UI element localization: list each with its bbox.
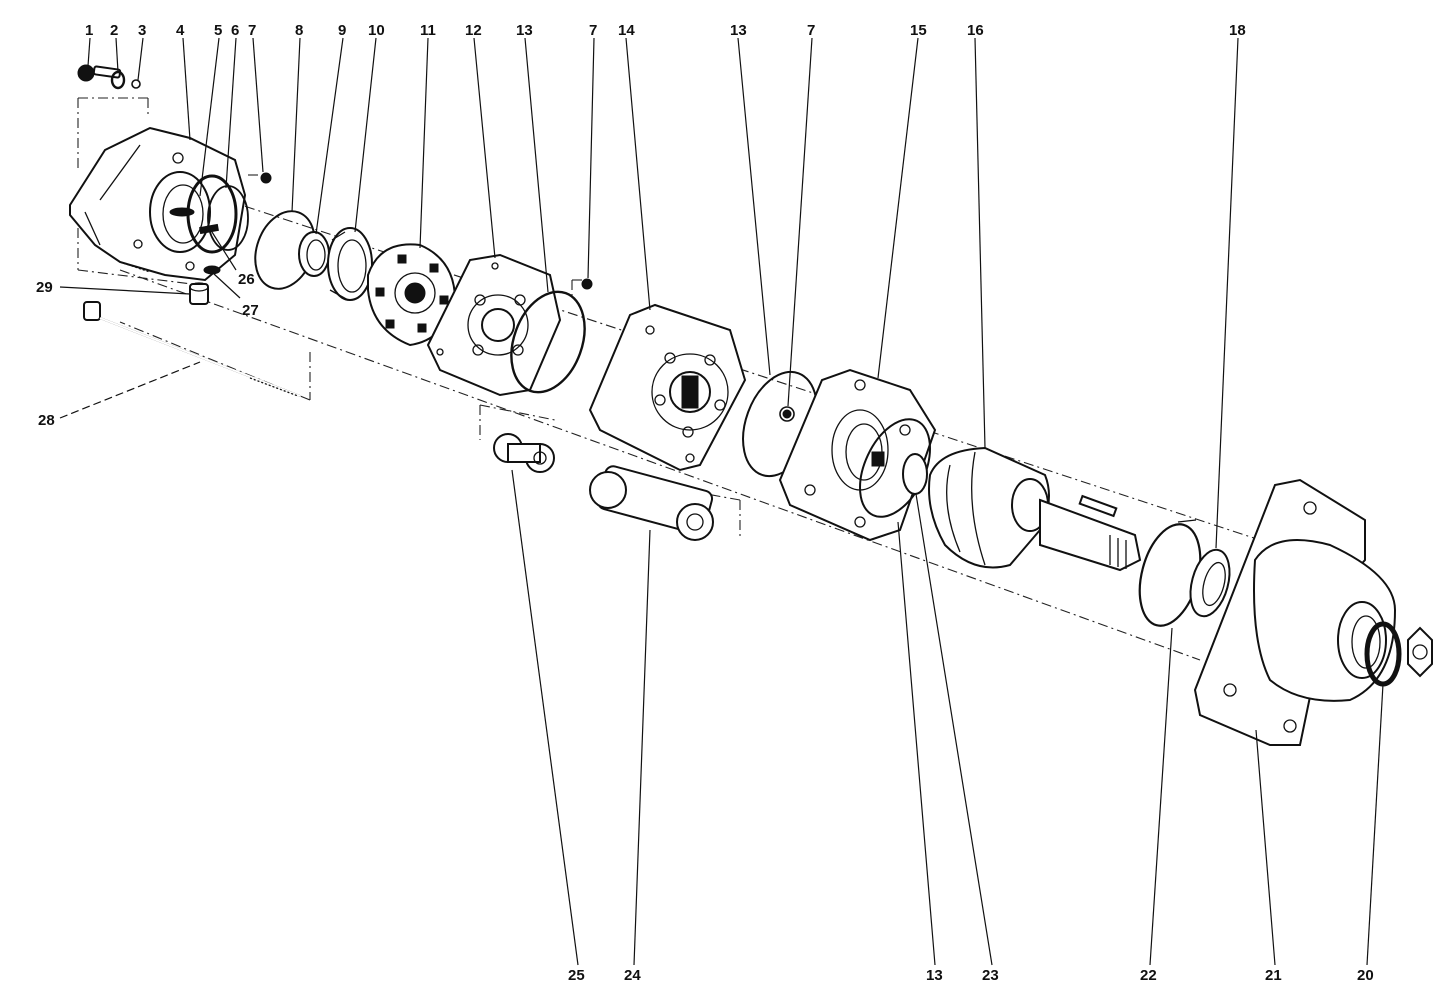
callout-6: 6 [231,22,239,39]
callout-10: 10 [368,22,385,39]
part-24-gear-shaft [589,465,714,541]
callout-3: 3 [138,22,146,39]
callout-26: 26 [238,271,255,288]
callout-23: 23 [982,967,999,984]
callout-7-c: 7 [807,22,815,39]
callout-13-c: 13 [926,967,943,984]
callout-9: 9 [338,22,346,39]
part-3-ball [131,79,141,89]
callout-13-a: 13 [516,22,533,39]
part-13-o-ring-a [510,290,586,394]
callout-24: 24 [624,967,641,984]
callout-14: 14 [618,22,635,39]
part-4-end-cover [69,126,247,282]
part-16-shaft [928,446,1142,572]
part-7-seal-a [260,172,272,184]
callout-7-b: 7 [589,22,597,39]
callout-5: 5 [214,22,222,39]
part-27-plug [203,265,221,275]
callout-labels: 1 2 3 4 5 6 7 8 9 10 11 12 13 7 14 13 7 … [36,22,1374,984]
part-9-ring [298,231,330,277]
callout-16: 16 [967,22,984,39]
part-23-seal [902,453,928,495]
callout-28: 28 [38,412,55,429]
callout-2: 2 [110,22,118,39]
callout-11: 11 [420,22,436,39]
callout-8: 8 [295,22,303,39]
part-25-gear-pair [493,433,555,473]
part-14-plate [588,303,747,472]
part-7-seal-b [581,278,593,290]
callout-4: 4 [176,22,185,39]
callout-22: 22 [1140,967,1157,984]
callout-21: 21 [1265,967,1282,984]
part-28-bolt [83,301,301,397]
callout-29: 29 [36,279,53,296]
castle-nut [1407,626,1433,678]
callout-12: 12 [465,22,482,39]
part-12-plate [426,253,562,397]
callout-18: 18 [1229,22,1246,39]
part-18-washer [1189,548,1231,618]
part-10-bearing [327,227,373,301]
part-29-plug [189,282,209,305]
part-5-o-ring [186,174,238,254]
callout-7-a: 7 [248,22,256,39]
callout-25: 25 [568,967,585,984]
part-26-pin [199,223,219,235]
callout-15: 15 [910,22,927,39]
part-21-mounting-flange [1193,478,1397,746]
callout-13-b: 13 [730,22,747,39]
leader-lines [59,37,1384,966]
callout-20: 20 [1357,967,1374,984]
callout-1: 1 [85,22,93,39]
part-7-seal-c [779,406,795,422]
callout-27: 27 [242,302,259,319]
part-15-body [778,368,937,542]
part-6-o-ring [207,185,249,251]
